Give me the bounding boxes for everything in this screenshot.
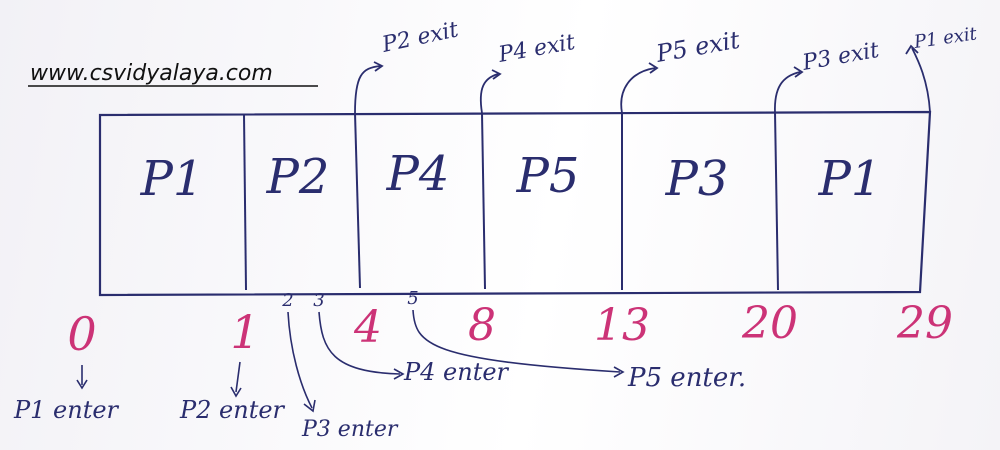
exit-arrow-p5 (620, 67, 656, 114)
time-0: 0 (67, 307, 96, 361)
exit-arrowhead-p2 (373, 61, 384, 72)
process-cell-p5: P5 (516, 148, 580, 204)
enter-label-p3: P3 enter (301, 417, 399, 442)
enter-arrow-p3 (287, 311, 313, 409)
enter-arrowhead-p5 (613, 366, 625, 378)
exit-label-p4: P4 exit (496, 30, 577, 68)
process-cell-p2: P2 (266, 149, 330, 205)
enter-arrowhead-p1 (76, 379, 88, 390)
time-13: 13 (594, 300, 650, 351)
divider-1 (243, 113, 247, 291)
gantt-box (98, 110, 932, 297)
enter-arrow-p5 (412, 309, 621, 373)
process-cell-p1-first: P1 (140, 151, 204, 207)
enter-arrowhead-p3 (303, 399, 316, 413)
exit-arrow-p1 (911, 47, 931, 113)
enter-arrow-p2 (235, 361, 241, 393)
time-8: 8 (468, 300, 496, 351)
arrival-mark-5: 5 (407, 288, 418, 309)
exit-arrowhead-p3 (793, 66, 804, 78)
enter-label-p5: P5 enter. (627, 363, 746, 393)
enter-arrowhead-p4 (393, 368, 405, 380)
website-label: www.csvidyalaya.com (30, 61, 273, 86)
time-4: 4 (353, 302, 382, 353)
exit-arrow-p2 (354, 65, 381, 114)
enter-label-p4: P4 enter (403, 358, 510, 386)
enter-label-p2: P2 enter (179, 396, 286, 424)
exit-arrow-p4 (479, 73, 499, 114)
exit-label-p3: P3 exit (800, 38, 881, 76)
enter-arrowhead-p2 (230, 386, 242, 398)
divider-4 (354, 112, 361, 289)
time-20: 20 (741, 298, 798, 349)
time-29: 29 (896, 298, 953, 349)
time-1: 1 (230, 305, 259, 359)
exit-arrowhead-p4 (491, 69, 502, 80)
exit-label-p1: P1 exit (912, 23, 979, 53)
arrival-mark-2: 2 (281, 290, 293, 311)
divider-20 (774, 111, 779, 291)
exit-label-p2: P2 exit (379, 17, 461, 58)
exit-label-p5: P5 exit (653, 26, 742, 68)
exit-arrow-p3 (774, 71, 801, 114)
process-cell-p3: P3 (665, 151, 729, 207)
process-cell-p4: P4 (386, 146, 450, 202)
exit-arrowhead-p1 (905, 44, 919, 55)
enter-arrow-p4 (318, 311, 401, 375)
process-cell-p1-last: P1 (818, 151, 882, 207)
arrival-mark-3: 3 (313, 290, 324, 311)
exit-arrowhead-p5 (648, 62, 659, 74)
divider-8 (481, 112, 486, 290)
enter-label-p1: P1 enter (13, 396, 120, 424)
